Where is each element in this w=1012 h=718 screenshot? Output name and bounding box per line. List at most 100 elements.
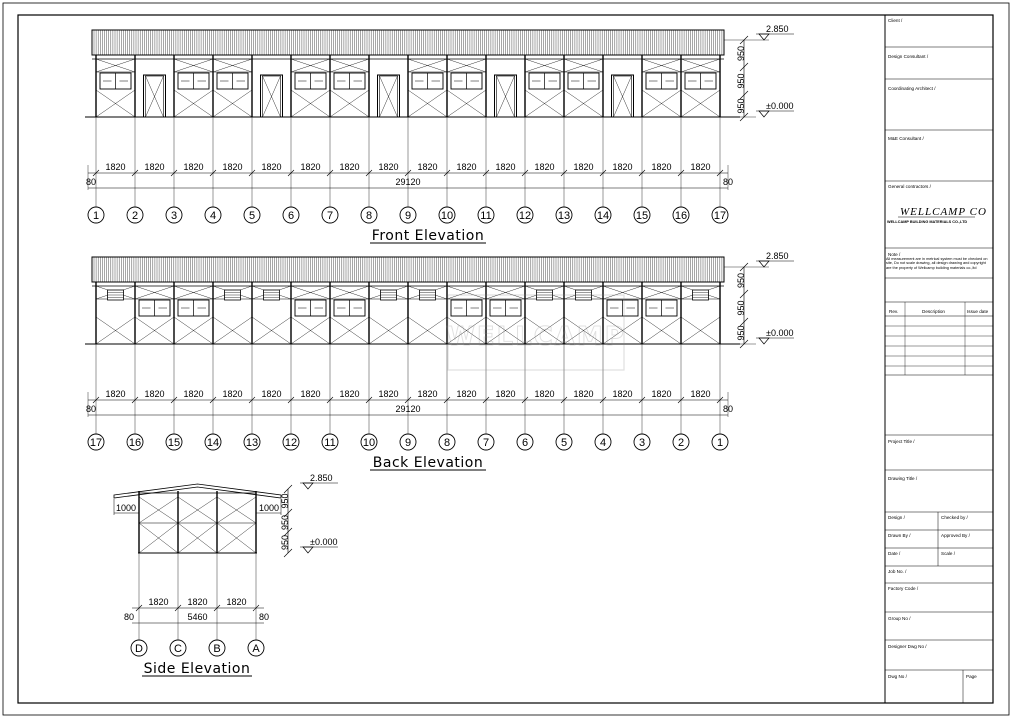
grid-label: 4 (600, 437, 606, 449)
tb-company-name: WELLCAMP CO (900, 206, 987, 218)
grid-label: 6 (288, 210, 294, 222)
height-dim-text: 950 (280, 493, 290, 508)
grid-bubble (594, 206, 612, 224)
door-swing (496, 75, 515, 118)
dim-tick (92, 169, 100, 177)
grid-bubble (399, 433, 417, 451)
grid-bubble (126, 433, 144, 451)
grid-bubble (126, 206, 144, 224)
dim-tick (482, 396, 490, 404)
end-offset-text: 80 (86, 404, 96, 414)
grid-bubble (672, 433, 690, 451)
tb-rev-col: Rev. (889, 309, 898, 314)
end-offset-text: 80 (723, 404, 733, 414)
dim-tick (135, 604, 143, 612)
grid-bubble (594, 433, 612, 451)
tb-design-consultant: Design Consultant / (888, 54, 929, 59)
grid-label: 4 (210, 210, 216, 222)
tb-page: Page (966, 674, 977, 679)
bay-dim-text: 1820 (300, 162, 320, 172)
grid-label: 10 (441, 210, 453, 222)
level-text: 2.850 (310, 473, 333, 483)
grid-bubble (633, 206, 651, 224)
bracing (138, 496, 179, 524)
bay-dim-text: 1820 (105, 162, 125, 172)
tb-desc-col: Description (922, 309, 945, 314)
grid-bubble (165, 206, 183, 224)
bay-dim-text: 1820 (261, 162, 281, 172)
grid-bubble (516, 433, 534, 451)
dim-tick (638, 396, 646, 404)
dim-tick (92, 396, 100, 404)
overhang-text: 1000 (116, 503, 136, 513)
grid-bubble (360, 206, 378, 224)
bay-dim-text: 1820 (495, 389, 515, 399)
dim-tick (326, 169, 334, 177)
bracing (485, 316, 526, 345)
grid-bubble (321, 206, 339, 224)
dim-tick (560, 169, 568, 177)
bay-dim-text: 1820 (456, 162, 476, 172)
dim-tick (638, 169, 646, 177)
grid-bubble (633, 433, 651, 451)
grid-label: A (252, 643, 260, 655)
height-dim-text: 950 (736, 300, 746, 315)
grid-bubble (555, 433, 573, 451)
bracing (216, 522, 257, 554)
grid-label: 8 (366, 210, 372, 222)
door-frame (611, 74, 634, 118)
dim-tick (283, 527, 293, 537)
dim-tick (283, 484, 293, 494)
dim-tick (287, 169, 295, 177)
tb-scale: Scale / (941, 551, 956, 556)
bracing (329, 285, 370, 300)
door-swing (262, 75, 281, 118)
grid-label: 3 (171, 210, 177, 222)
dim-tick (677, 169, 685, 177)
bracing (641, 89, 682, 118)
bracing (95, 316, 136, 345)
bracing (177, 496, 218, 524)
bracing (329, 316, 370, 345)
door-leaf (379, 75, 398, 118)
watermark-logo: WELLCAMP (446, 294, 625, 371)
grid-label: 17 (714, 210, 726, 222)
grid-bubble (282, 206, 300, 224)
height-dim-text: 950 (280, 515, 290, 530)
grid-bubble (555, 206, 573, 224)
bay-dim-text: 1820 (495, 162, 515, 172)
dim-tick (365, 169, 373, 177)
dim-tick (283, 508, 293, 518)
bracing (251, 316, 292, 345)
grid-bubble (169, 639, 187, 657)
bracing (368, 316, 409, 345)
dim-tick (599, 169, 607, 177)
door-frame (377, 74, 400, 118)
grid-bubble (477, 433, 495, 451)
bay-dim-text: 1820 (612, 162, 632, 172)
bracing (177, 522, 218, 554)
door-leaf (262, 75, 281, 118)
bracing (212, 58, 253, 73)
dim-tick (521, 169, 529, 177)
dim-tick (287, 396, 295, 404)
total-dim-text: 29120 (395, 404, 420, 414)
door-frame (143, 74, 166, 118)
grid-bubble (438, 206, 456, 224)
grid-bubble (247, 639, 265, 657)
door-swing (379, 75, 398, 118)
bay-dim-text: 1820 (690, 389, 710, 399)
dim-tick (131, 169, 139, 177)
tb-checked-by: Checked by / (941, 515, 969, 520)
bracing (524, 58, 565, 73)
tb-general-contractors: General contractors / (888, 184, 932, 189)
door-frame (260, 74, 283, 118)
bracing (407, 316, 448, 345)
tb-job-no: Job No. / (888, 569, 907, 574)
bay-dim-text: 1820 (339, 162, 359, 172)
grid-label: 5 (561, 437, 567, 449)
bracing (216, 496, 257, 524)
bracing (602, 316, 643, 345)
